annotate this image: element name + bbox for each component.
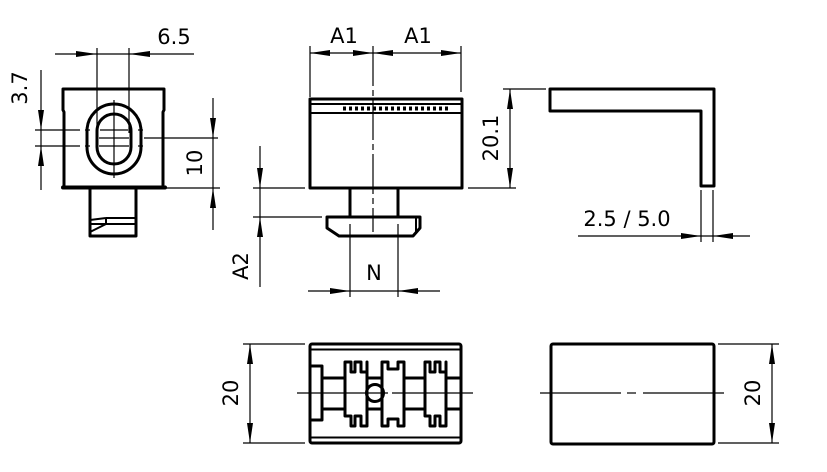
arrowhead <box>507 89 513 109</box>
arrowhead <box>507 168 513 188</box>
dimension-label-material-thickness: 2.5 / 5.0 <box>583 207 670 231</box>
dimension-overall-height: 20.1 <box>468 88 546 189</box>
top-view <box>297 342 473 445</box>
arrowhead <box>769 344 775 364</box>
dimension-label-overall-height: 20.1 <box>479 115 503 162</box>
dimension-label-slot-width: 6.5 <box>157 25 190 49</box>
arrowhead <box>129 51 150 57</box>
left-view-tab <box>88 186 138 238</box>
l-profile-outline <box>548 87 716 188</box>
arrowhead <box>310 50 330 56</box>
top-view-castellation <box>380 360 406 428</box>
dimension-label-slot-height: 10 <box>183 150 207 177</box>
dimension-label-half-width-left: A1 <box>330 24 358 48</box>
arrowhead <box>373 50 393 56</box>
dimension-slot-height: 10 <box>166 98 220 230</box>
dimension-slot-width: 6.5 <box>55 25 194 133</box>
arrowhead <box>210 118 216 138</box>
front-view <box>308 46 464 238</box>
left-view-tab-chamfer <box>89 223 107 233</box>
arrowhead <box>330 288 350 294</box>
bottom-view-body <box>549 342 716 446</box>
arrowhead <box>257 168 263 188</box>
dimension-label-top-view-depth: 20 <box>219 380 243 407</box>
arrowhead <box>441 50 461 56</box>
dimension-top-view-depth: 20 <box>219 343 305 444</box>
arrowhead <box>713 233 733 239</box>
arrowhead <box>257 217 263 237</box>
left-view <box>61 87 218 238</box>
arrowhead <box>353 50 373 56</box>
left-view-body-outline <box>61 87 167 189</box>
top-view-castellation <box>423 360 448 428</box>
arrowhead <box>38 110 44 130</box>
dimension-bottom-view-depth: 20 <box>718 343 779 444</box>
arrowhead <box>769 423 775 443</box>
dimension-label-bottom-view-depth: 20 <box>741 380 765 407</box>
dimension-slot-offset: 3.7 <box>8 70 80 190</box>
dimension-label-stem-width: N <box>366 261 382 285</box>
dimension-stem-width: N <box>308 224 440 297</box>
dimension-label-stem-height: A2 <box>229 252 253 280</box>
front-view-body <box>308 97 464 190</box>
dimension-half-widths: A1 A1 <box>309 24 462 97</box>
arrowhead <box>76 51 97 57</box>
top-view-castellation <box>343 360 369 428</box>
arrowhead <box>247 423 253 443</box>
dimension-label-slot-offset: 3.7 <box>8 71 32 104</box>
dimension-stem-height: A2 <box>229 146 322 287</box>
bottom-view <box>540 342 724 446</box>
arrowhead <box>398 288 418 294</box>
front-view-stem <box>348 186 400 219</box>
dimension-material-thickness: 2.5 / 5.0 <box>578 190 750 242</box>
front-view-flange <box>325 215 422 238</box>
side-profile-view <box>548 87 716 188</box>
left-view-tab-line <box>89 217 107 221</box>
dimension-label-half-width-right: A1 <box>404 24 432 48</box>
arrowhead <box>210 188 216 208</box>
arrowhead <box>247 344 253 364</box>
arrowhead <box>38 146 44 166</box>
arrowhead <box>681 233 701 239</box>
